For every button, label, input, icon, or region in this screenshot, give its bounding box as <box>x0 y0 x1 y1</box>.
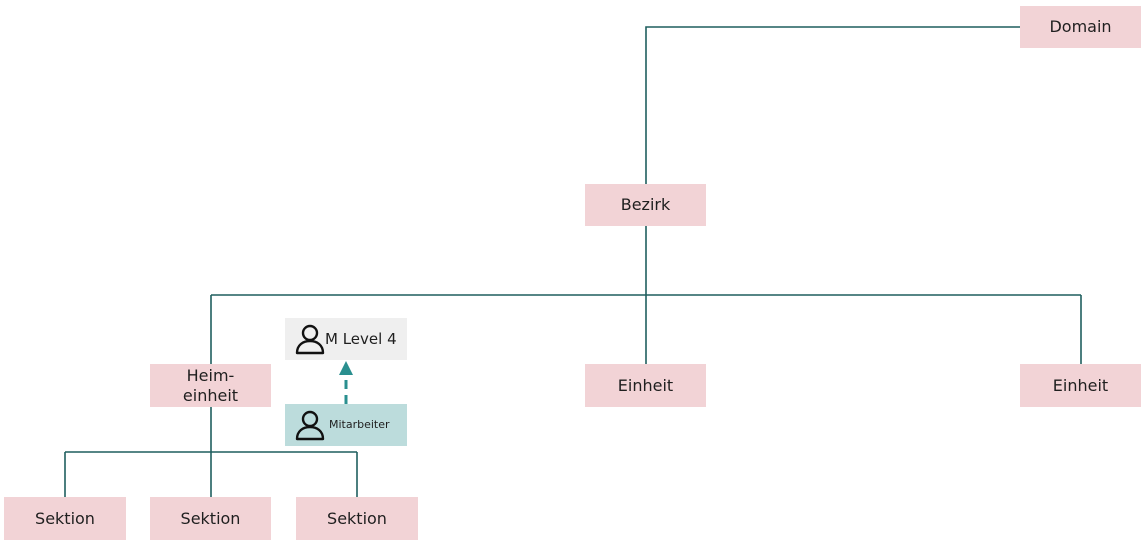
connector-domain-bezirk <box>645 26 1020 184</box>
node-employee[interactable]: Mitarbeiter <box>285 404 407 446</box>
node-sektion-3[interactable]: Sektion <box>296 497 418 540</box>
node-sektion-3-label: Sektion <box>327 508 387 528</box>
node-einheit-1-label: Einheit <box>617 375 674 395</box>
node-sektion-2[interactable]: Sektion <box>150 497 271 540</box>
node-einheit-2-label: Einheit <box>1052 375 1109 395</box>
node-heimeinheit-line1: Heim- <box>186 365 235 385</box>
node-level[interactable]: M Level 4 <box>285 318 407 360</box>
node-bezirk-label: Bezirk <box>620 195 671 214</box>
node-sektion-1[interactable]: Sektion <box>4 497 126 540</box>
node-sektion-2-label: Sektion <box>180 508 241 528</box>
person-icon <box>295 410 325 441</box>
person-icon <box>295 324 325 355</box>
node-employee-label: Mitarbeiter <box>329 418 390 431</box>
node-heimeinheit[interactable]: Heim- einheit <box>150 364 271 407</box>
node-sektion-1-label: Sektion <box>35 508 95 528</box>
node-einheit-1[interactable]: Einheit <box>585 364 706 407</box>
node-einheit-2[interactable]: Einheit <box>1020 364 1141 407</box>
node-bezirk[interactable]: Bezirk <box>585 184 706 226</box>
dashed-arrow-up-icon <box>339 361 353 404</box>
node-heimeinheit-label: Heim- einheit <box>183 366 238 406</box>
node-heimeinheit-line2: einheit <box>182 385 239 405</box>
node-domain-label: Domain <box>1049 17 1112 36</box>
node-domain[interactable]: Domain <box>1020 6 1141 48</box>
node-level-label: M Level 4 <box>325 330 397 348</box>
